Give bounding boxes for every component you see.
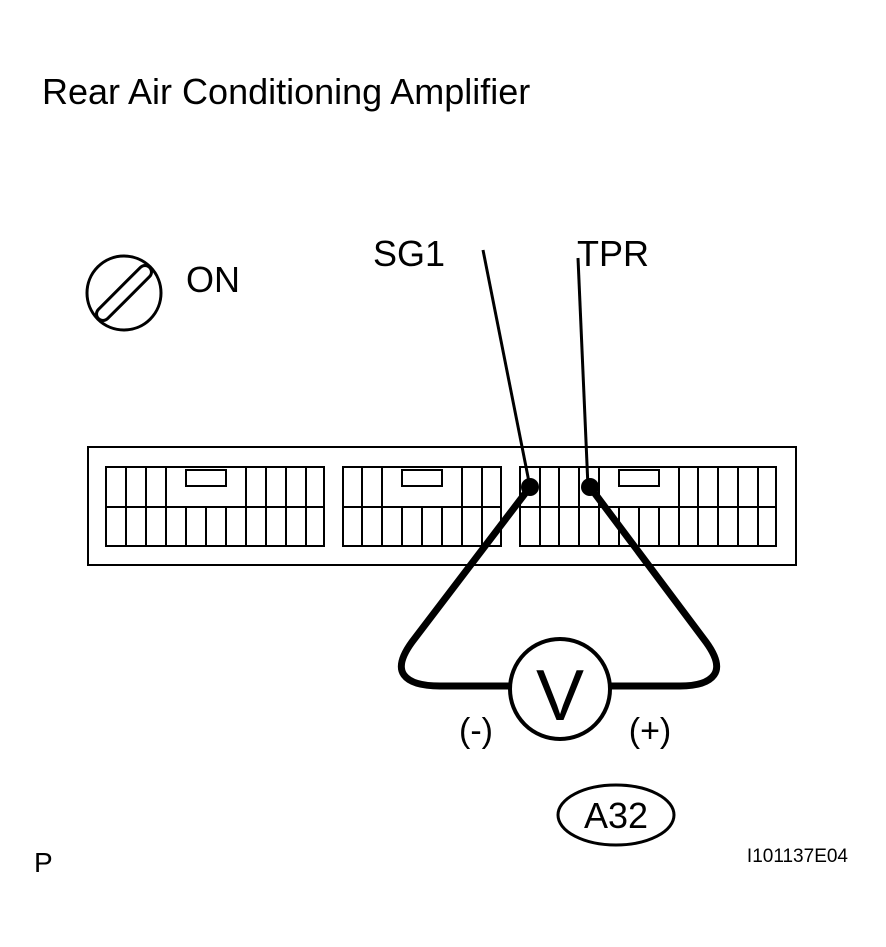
connector-key-slot [401,469,443,487]
positive-probe-wire [586,483,721,690]
ignition-switch-icon [85,254,163,332]
corner-letter: P [34,847,53,878]
diagram-title: Rear Air Conditioning Amplifier [42,71,530,112]
voltmeter-icon: V [508,637,612,741]
tpr-leader-line [576,257,590,488]
negative-polarity-label: (-) [459,712,493,750]
positive-polarity-label: (+) [629,712,672,750]
terminal-sg1-label: SG1 [373,233,445,274]
terminal-tpr-label: TPR [577,233,649,274]
tpr-probe-dot [581,478,599,496]
voltmeter-symbol: V [536,656,584,736]
sg1-probe-dot [521,478,539,496]
ignition-on-label: ON [186,259,240,300]
negative-probe-wire [397,483,534,690]
connector-code-label: A32 [584,795,648,836]
connector-key-slot [185,469,227,487]
figure-id: I101137E04 [747,846,849,867]
sg1-leader-line [481,249,532,488]
connector-code-badge [556,783,676,847]
connector-pins [105,466,777,547]
connector-key-slot [618,469,660,487]
